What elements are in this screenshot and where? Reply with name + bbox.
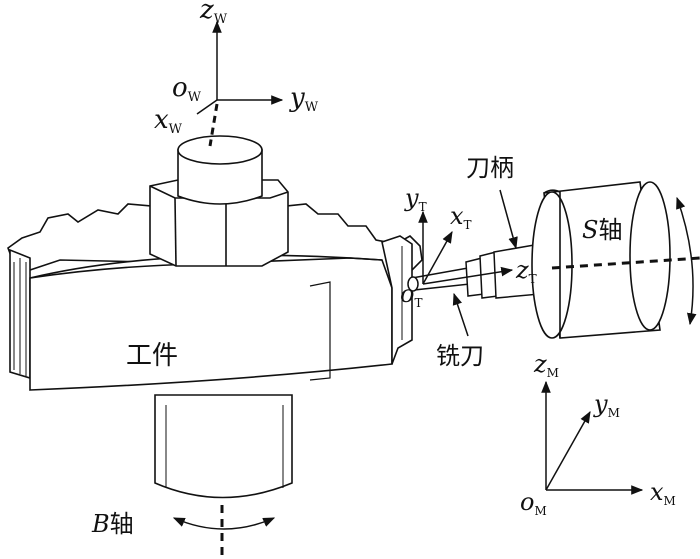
label-xw: xW [154, 105, 183, 137]
label-zt: zT [515, 256, 537, 286]
label-s-axis: S轴 [582, 216, 622, 244]
hex-nut [149, 179, 289, 267]
label-tool-holder: 刀柄 [466, 154, 514, 182]
label-b-axis: B轴 [91, 510, 134, 538]
label-ow: oW [172, 73, 202, 105]
xw-axis-line [196, 99, 218, 115]
frame-w [196, 20, 284, 115]
label-zw: zW [199, 0, 228, 27]
label-workpiece: 工件 [126, 341, 178, 371]
b-rotation-arrow [172, 517, 276, 530]
top-cylinder [177, 135, 263, 205]
label-xm: xM [650, 478, 676, 508]
label-milling-cutter: 铣刀 [436, 342, 484, 370]
label-xt: xT [450, 202, 472, 232]
tool-holder-pointer [499, 189, 518, 250]
label-yt: yT [404, 184, 427, 214]
frame-t [418, 210, 514, 285]
ym-axis-arrow [545, 410, 591, 491]
label-yw: yW [289, 83, 319, 115]
label-ot: oT [400, 280, 422, 310]
s-rotation-arrow [676, 196, 697, 326]
zt-axis-arrow [422, 266, 514, 285]
frame-m [541, 380, 644, 495]
label-zm: zM [533, 350, 559, 380]
spindle-cylinder [531, 181, 671, 339]
label-ym: yM [593, 390, 620, 420]
s-axis-dashed [551, 256, 700, 270]
lower-shaft [154, 394, 293, 499]
cutter-pointer [452, 292, 469, 337]
xt-axis-arrow [422, 230, 453, 285]
label-om: oM [520, 488, 547, 518]
